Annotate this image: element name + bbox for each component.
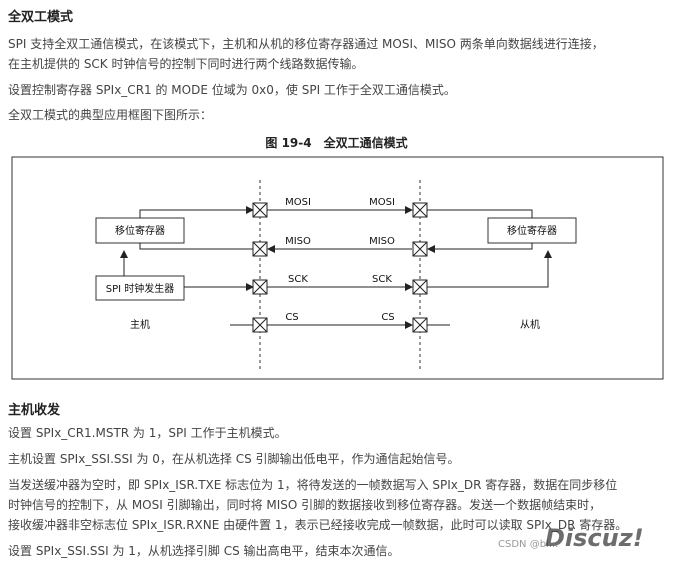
master-shift-register-box [95, 217, 185, 244]
master-shift-register-label: 移位寄存器 [115, 224, 165, 237]
cs-left-label: CS [285, 312, 298, 323]
miso-right-label: MISO [369, 236, 395, 247]
csdn-watermark: CSDN @bl... [498, 539, 559, 550]
para-cs-low: 主机设置 SPIx_SSI.SSI 为 0，在从机选择 CS 引脚输出低电平，作… [8, 452, 460, 466]
clock-generator-box [95, 275, 185, 301]
para-mode-setting: 设置控制寄存器 SPIx_CR1 的 MODE 位域为 0x0，使 SPI 工作… [8, 83, 456, 97]
diagram-frame [11, 156, 664, 380]
mosi-slave-line [427, 209, 533, 218]
pin-master-mosi [252, 202, 268, 218]
para-transfer-2: 时钟信号的控制下，从 MOSI 引脚输出，同时将 MISO 引脚的数据接收到移位… [8, 498, 602, 512]
slave-shift-register-label: 移位寄存器 [507, 224, 557, 237]
sck-slave-line [427, 250, 552, 288]
para-transfer-3: 接收缓冲器非空标志位 SPIx_ISR.RXNE 由硬件置 1，表示已经接收完成… [8, 518, 628, 532]
pin-master-cs [252, 317, 268, 333]
para-intro-2: 在主机提供的 SCK 时钟信号的控制下同时进行两个线路数据传输。 [8, 57, 364, 71]
discuz-watermark: Discuz! [545, 524, 644, 552]
slave-label: 从机 [520, 318, 540, 331]
pin-slave-sck [412, 279, 428, 295]
sck-right-label: SCK [372, 274, 392, 285]
para-cs-high: 设置 SPIx_SSI.SSI 为 1，从机选择引脚 CS 输出高电平，结束本次… [8, 544, 400, 558]
pin-slave-cs [412, 317, 428, 333]
para-transfer-1: 当发送缓冲器为空时，即 SPIx_ISR.TXE 标志位为 1，将待发送的一帧数… [8, 478, 618, 492]
master-label: 主机 [130, 318, 150, 331]
mosi-master-line [139, 206, 254, 218]
para-master-mode: 设置 SPIx_CR1.MSTR 为 1，SPI 工作于主机模式。 [8, 426, 287, 440]
mosi-right-label: MOSI [369, 197, 395, 208]
miso-left-label: MISO [285, 236, 311, 247]
miso-slave-line [427, 243, 533, 253]
para-diagram-intro: 全双工模式的典型应用框图下图所示： [8, 108, 213, 122]
sck-left-label: SCK [288, 274, 308, 285]
mosi-left-label: MOSI [285, 197, 311, 208]
pin-slave-mosi [412, 202, 428, 218]
figure-caption: 图 19-4 全双工通信模式 [265, 136, 408, 150]
section-title-master: 主机收发 [8, 403, 61, 418]
pin-slave-miso [412, 241, 428, 257]
pin-master-miso [252, 241, 268, 257]
miso-master-line [139, 243, 253, 250]
cs-right-label: CS [381, 312, 394, 323]
section-title-full-duplex: 全双工模式 [8, 10, 74, 25]
pin-master-sck [252, 279, 268, 295]
clock-generator-label: SPI 时钟发生器 [106, 282, 175, 295]
para-intro-1: SPI 支持全双工通信模式，在该模式下，主机和从机的移位寄存器通过 MOSI、M… [8, 37, 604, 51]
